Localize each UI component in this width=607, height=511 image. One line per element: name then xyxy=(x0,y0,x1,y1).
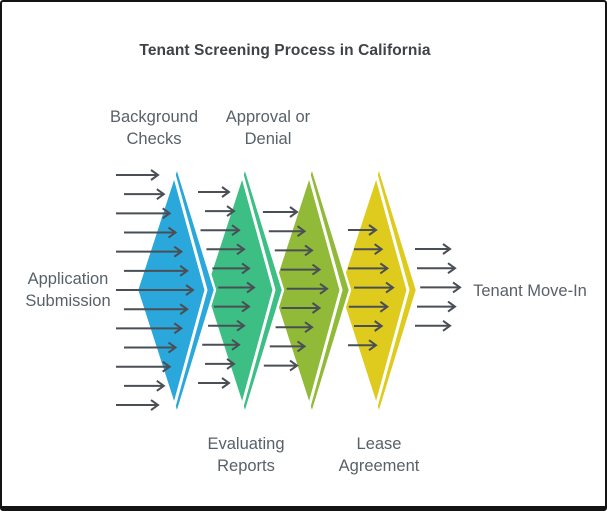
arrow-flow-group-4 xyxy=(415,243,462,332)
label-background-checks: Background Checks xyxy=(109,108,199,148)
stage-diamond-1 xyxy=(203,162,285,419)
label-application-submission: Application Submission xyxy=(25,270,111,310)
stage-diamond-3 xyxy=(337,162,419,419)
label-evaluating-reports: Evaluating Reports xyxy=(207,435,285,475)
label-tenant-move-in: Tenant Move-In xyxy=(473,282,587,300)
arrow-flow-group-1 xyxy=(198,186,256,389)
arrow-flow-group-0 xyxy=(116,169,195,411)
arrow-flow-group-3 xyxy=(348,224,395,352)
label-approval-or-denial: Approval or Denial xyxy=(225,108,311,148)
stage-diamond-2 xyxy=(270,162,352,419)
label-lease-agreement: Lease Agreement xyxy=(338,435,420,475)
arrow-flow-group-2 xyxy=(262,206,329,372)
page-title: Tenant Screening Process in California xyxy=(139,42,431,59)
